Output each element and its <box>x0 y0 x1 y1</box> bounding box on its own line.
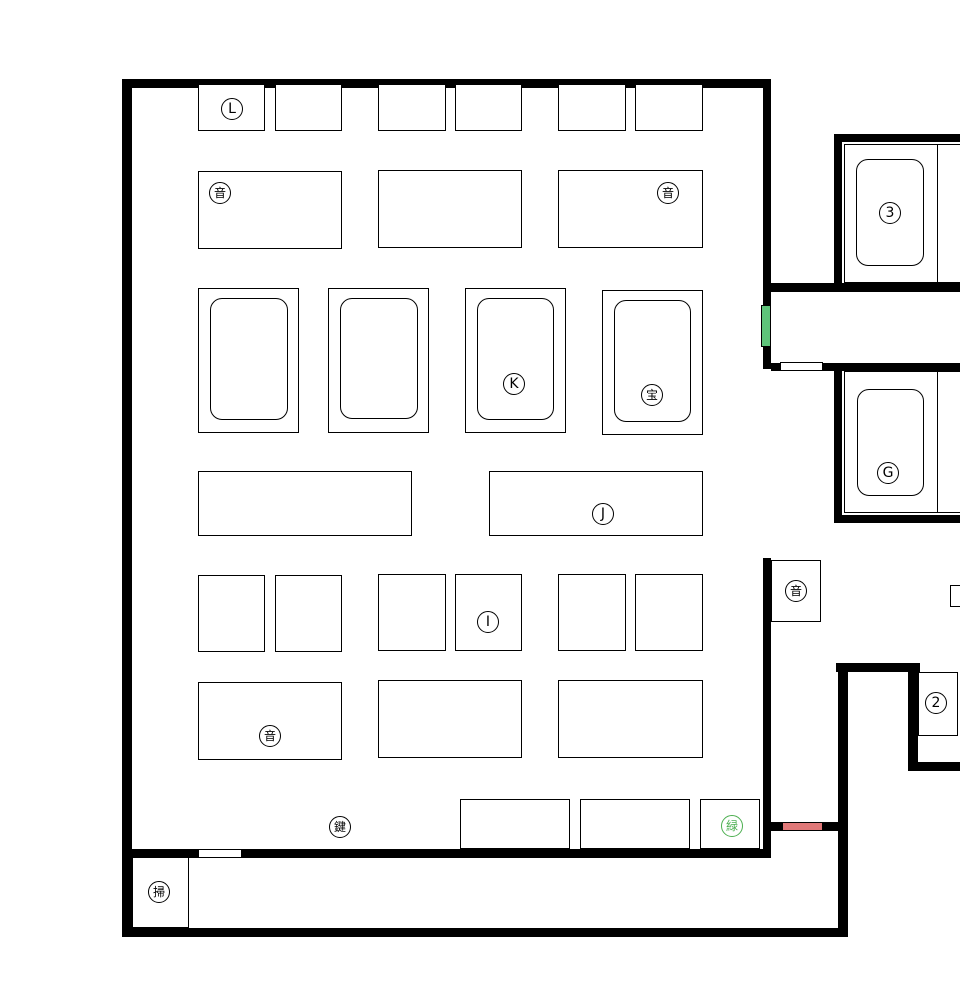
marker-sound-1[interactable]: 音 <box>209 182 231 204</box>
marker-sound-2[interactable]: 音 <box>657 182 679 204</box>
top-row-box-6[interactable] <box>635 84 703 131</box>
room-2-wall-top <box>836 663 920 672</box>
marker-sound-3[interactable]: 音 <box>785 580 807 602</box>
far-right-small-box[interactable] <box>950 585 960 607</box>
row5-box-3[interactable] <box>378 574 446 651</box>
marker-three[interactable]: 3 <box>879 202 901 224</box>
green-door[interactable] <box>761 305 771 347</box>
room-2-wall-post <box>908 663 918 771</box>
cabinet-1-inner <box>210 298 288 420</box>
marker-sound-4[interactable]: 音 <box>259 725 281 747</box>
bottom-box-1[interactable] <box>460 799 570 849</box>
red-door[interactable] <box>782 822 823 831</box>
corridor-door-white[interactable] <box>780 362 823 371</box>
bottom-corridor-wall-link-b <box>823 822 840 831</box>
marker-k[interactable]: K <box>503 373 525 395</box>
long-table-right[interactable] <box>489 471 703 536</box>
bottom-corridor-wall-left <box>122 849 132 937</box>
main-room-wall-right-upper <box>763 79 771 369</box>
corridor-wall-lower-a <box>771 363 780 371</box>
top-row-box-2[interactable] <box>275 84 342 131</box>
room-2-wall-bottom <box>908 762 960 771</box>
bottom-box-2[interactable] <box>580 799 690 849</box>
room-g-wall-bottom <box>834 515 960 523</box>
table-row2-right[interactable] <box>558 170 703 248</box>
marker-j[interactable]: J <box>592 503 614 525</box>
top-row-box-5[interactable] <box>558 84 626 131</box>
table-row2-middle[interactable] <box>378 170 522 248</box>
bottom-corridor-wall-bottom <box>122 928 848 937</box>
cabinet-k-inner <box>477 298 554 420</box>
row5-box-2[interactable] <box>275 575 342 652</box>
cabinet-2-inner <box>340 298 418 419</box>
main-room-wall-right-lower <box>763 558 771 857</box>
marker-treasure[interactable]: 宝 <box>641 384 663 406</box>
table-row6-right[interactable] <box>558 680 703 758</box>
row5-box-5[interactable] <box>558 574 626 651</box>
table-row6-middle[interactable] <box>378 680 522 758</box>
main-room-wall-top <box>122 79 771 88</box>
top-row-box-3[interactable] <box>378 84 446 131</box>
table-row6-left[interactable] <box>198 682 342 760</box>
room-3-cabinet-right[interactable] <box>937 144 960 283</box>
room-g-wall-left <box>834 371 842 523</box>
marker-green[interactable]: 緑 <box>721 815 743 837</box>
marker-two[interactable]: 2 <box>925 692 947 714</box>
bottom-left-door[interactable] <box>198 849 242 858</box>
room-3-wall-left <box>834 134 842 292</box>
bottom-corridor-wall-right <box>838 663 848 937</box>
room-g-cabinet-right[interactable] <box>937 371 960 513</box>
top-row-box-4[interactable] <box>455 84 522 131</box>
main-room-wall-left <box>122 79 132 857</box>
main-room-wall-bottom-b <box>242 849 771 858</box>
marker-g[interactable]: G <box>877 462 899 484</box>
long-table-left[interactable] <box>198 471 412 536</box>
corridor-wall-lower-b <box>823 363 960 371</box>
row5-box-6[interactable] <box>635 574 703 651</box>
main-room-wall-bottom-a <box>122 849 198 858</box>
marker-key[interactable]: 鍵 <box>329 816 351 838</box>
room-3-wall-top <box>834 134 960 142</box>
bottom-corridor-wall-link-a <box>771 822 782 831</box>
marker-i[interactable]: I <box>477 611 499 633</box>
marker-sweep[interactable]: 掃 <box>148 881 170 903</box>
corridor-wall-upper <box>771 283 960 292</box>
marker-l[interactable]: L <box>221 98 243 120</box>
row5-box-1[interactable] <box>198 575 265 652</box>
